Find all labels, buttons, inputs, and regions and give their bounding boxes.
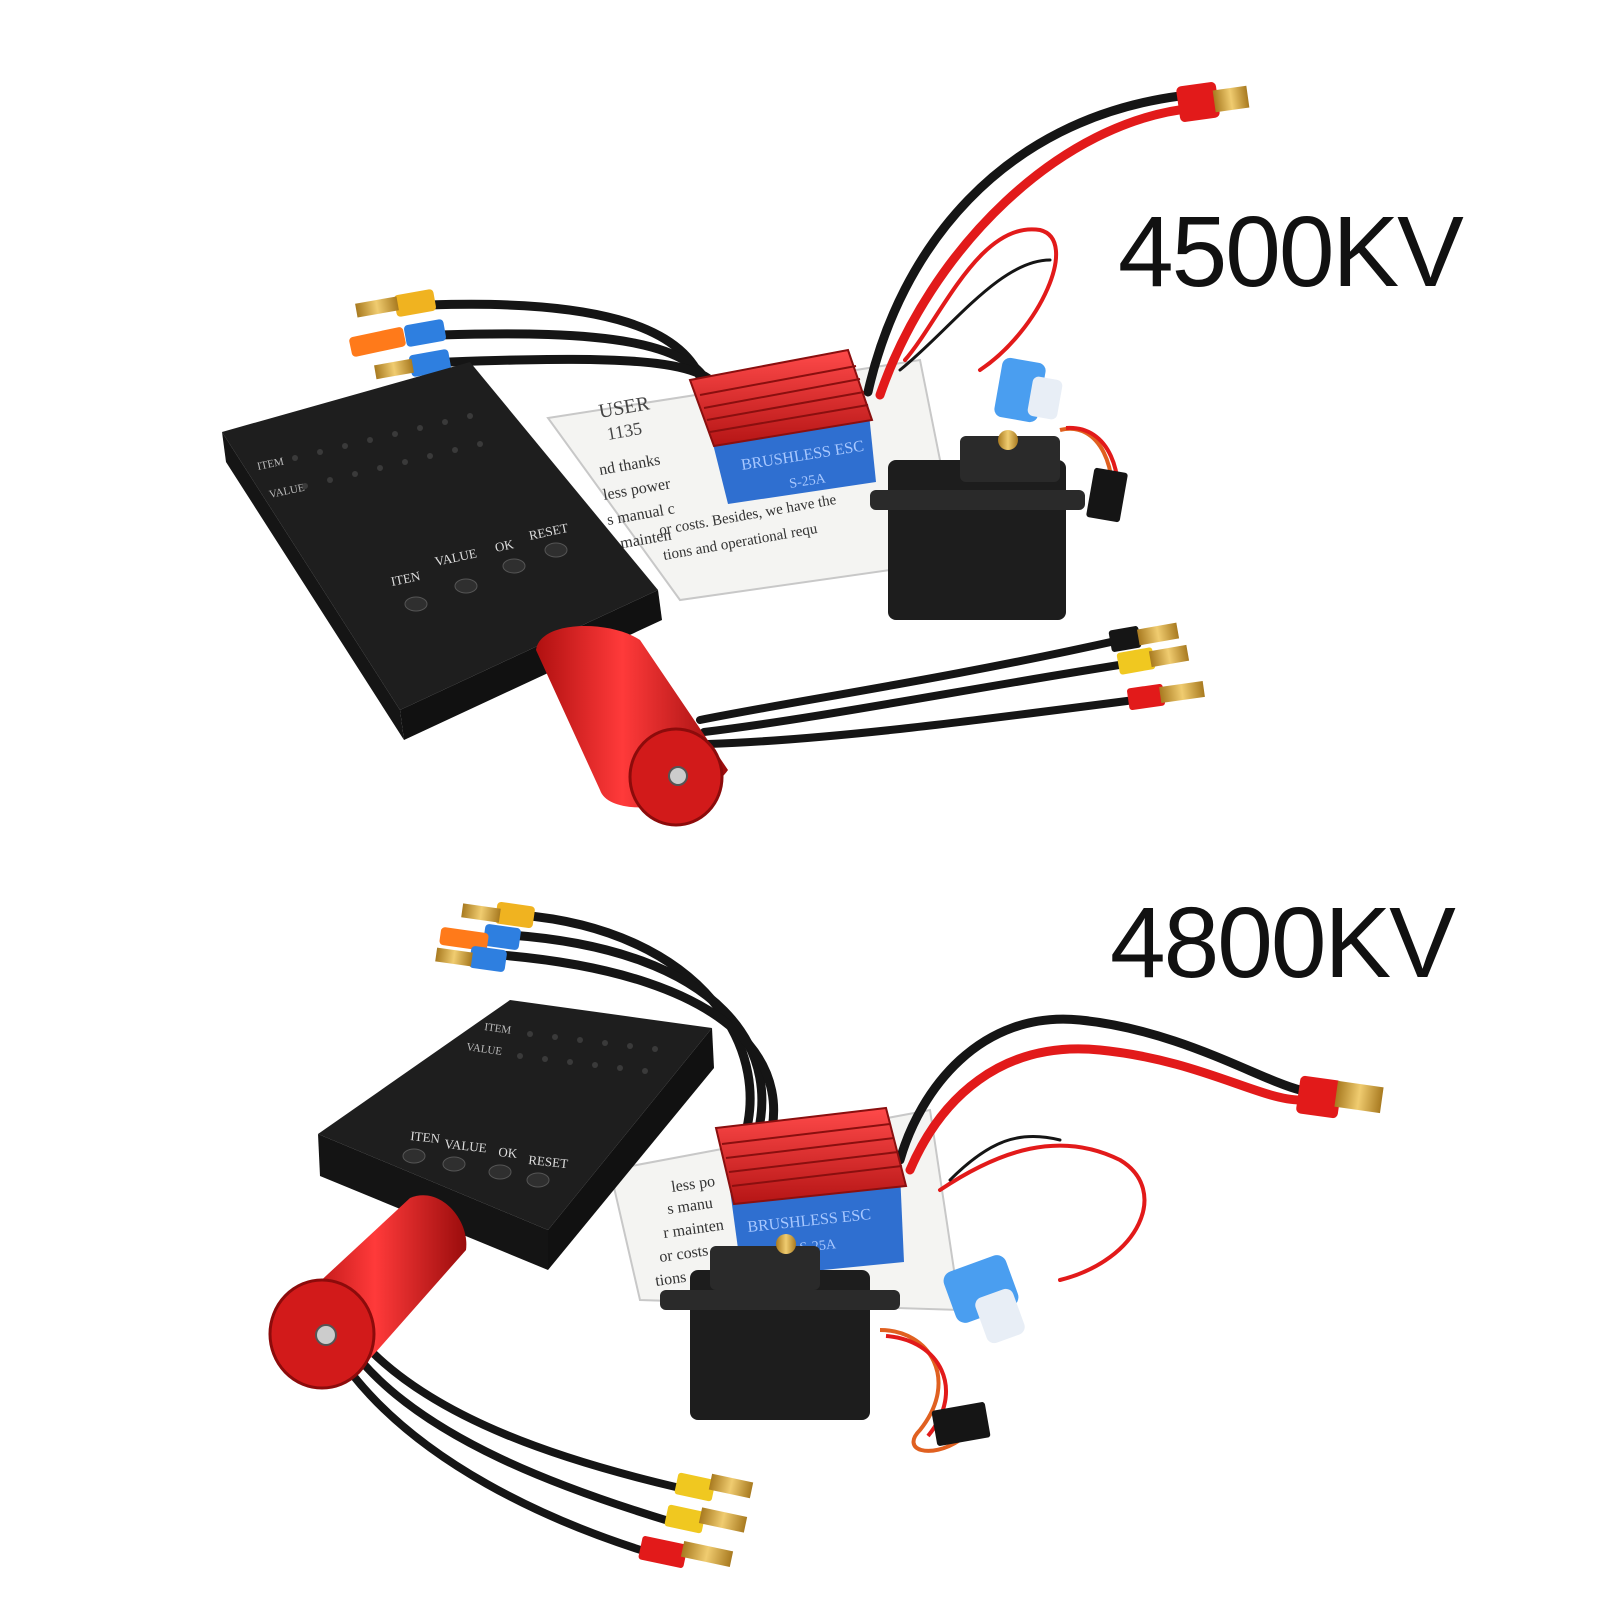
bullet-connector-icon <box>435 901 535 972</box>
card-item-label: ITEM <box>484 1021 513 1037</box>
programming-card-icon: ITEM VALUE ITEN VALUE OK RESET <box>222 362 662 740</box>
card-value-label: VALUE <box>466 1041 503 1058</box>
card-button-iten: ITEN <box>410 1128 442 1146</box>
manual-line: less po <box>670 1173 716 1196</box>
card-button-ok: OK <box>494 536 516 555</box>
servo-icon <box>660 1234 991 1453</box>
manual-line: s manu <box>666 1195 714 1218</box>
t-plug-connector-icon <box>1176 82 1250 122</box>
motor-leads-esc-bottom <box>495 910 779 1160</box>
battery-leads-bottom <box>895 1014 1305 1282</box>
t-plug-connector-icon <box>1296 1075 1384 1119</box>
servo-icon <box>870 425 1128 620</box>
card-item-label: ITEM <box>256 456 285 473</box>
brushless-motor-icon <box>536 622 1205 827</box>
card-button-value: VALUE <box>444 1136 488 1155</box>
card-button-reset: RESET <box>528 1152 569 1171</box>
card-button-ok: OK <box>498 1144 519 1161</box>
power-switch-icon <box>943 1255 1025 1344</box>
battery-leads-top <box>863 91 1200 400</box>
card-button-iten: ITEN <box>390 568 423 589</box>
esc-heatsink-icon: BRUSHLESS ESC S-25A <box>688 348 876 504</box>
brushless-motor-icon <box>268 1195 754 1568</box>
kv-rating-bottom: 4800KV <box>1110 887 1456 999</box>
manual-line: tions a <box>654 1267 698 1290</box>
esc-rating: S-25A <box>788 471 827 492</box>
kv-rating-top: 4500KV <box>1118 196 1464 308</box>
manual-line: or costs <box>658 1242 709 1266</box>
power-switch-icon <box>994 357 1063 423</box>
bullet-connector-icon <box>349 289 451 380</box>
